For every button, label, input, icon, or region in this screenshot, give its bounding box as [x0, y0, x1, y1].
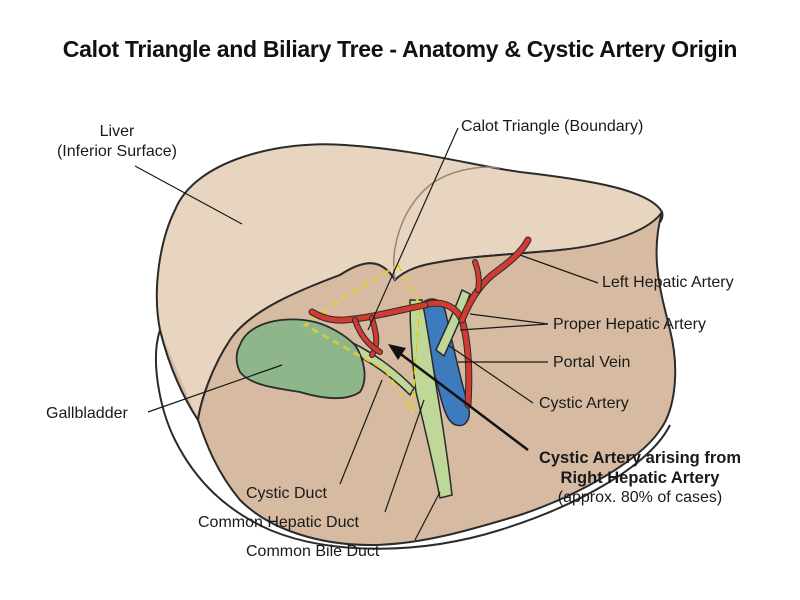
callout-arrow: [388, 344, 529, 451]
label-proper-hepatic-artery: Proper Hepatic Artery: [553, 316, 706, 333]
label-portal-vein: Portal Vein: [553, 354, 631, 371]
callout-text: Cystic Artery arising from Right Hepatic…: [520, 448, 760, 508]
left-hepatic-duct: [435, 288, 471, 358]
label-left-hepatic-artery: Left Hepatic Artery: [602, 274, 734, 291]
artery-group: [308, 236, 532, 409]
leader-lines: [134, 127, 599, 541]
diagram-title: Calot Triangle and Biliary Tree - Anatom…: [62, 36, 738, 62]
callout-line2: Right Hepatic Artery: [560, 469, 720, 487]
label-calot-triangle: Calot Triangle (Boundary): [461, 118, 644, 135]
label-liver-line1: Liver: [99, 123, 135, 140]
label-liver-line2: (Inferior Surface): [56, 143, 178, 160]
label-common-hepatic-duct: Common Hepatic Duct: [198, 514, 359, 531]
callout-line3: (approx. 80% of cases): [557, 489, 723, 506]
bile-duct-shape: [409, 299, 453, 499]
label-common-bile-duct: Common Bile Duct: [246, 543, 380, 560]
label-gallbladder: Gallbladder: [46, 405, 128, 422]
label-cystic-duct: Cystic Duct: [246, 485, 327, 502]
gallbladder-shape: [235, 318, 366, 399]
falciform-notch: [393, 166, 501, 281]
label-cystic-artery: Cystic Artery: [539, 395, 629, 412]
label-liver: Liver (Inferior Surface): [52, 122, 182, 162]
liver-outline: [154, 329, 671, 550]
callout-line1: Cystic Artery arising from: [538, 449, 742, 467]
